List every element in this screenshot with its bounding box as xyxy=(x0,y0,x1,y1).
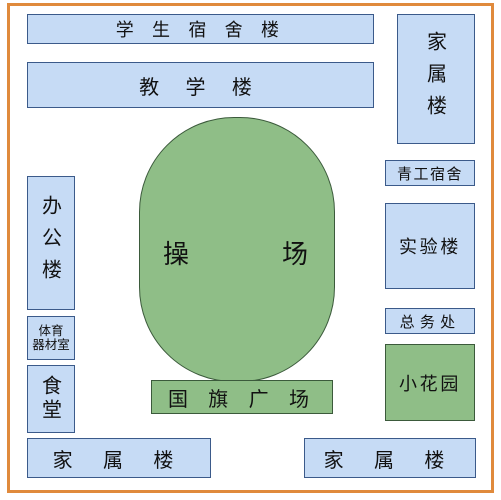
youth-dorm-building: 青工宿舍 xyxy=(385,160,475,186)
student-dorm-label: 学 生 宿 舍 楼 xyxy=(115,20,286,41)
playground-label-right: 场 xyxy=(282,240,309,270)
teaching-label: 教 学 楼 xyxy=(139,74,262,99)
sports-equipment-room: 体育 器材室 xyxy=(27,316,75,360)
family-building-bottom-right: 家 属 楼 xyxy=(304,438,476,478)
lab-label: 实验楼 xyxy=(398,237,462,258)
office-building: 办公楼 xyxy=(27,176,75,310)
flag-square: 国 旗 广 场 xyxy=(151,380,333,414)
canteen-building: 食堂 xyxy=(27,365,75,433)
family-building-bottom-left: 家 属 楼 xyxy=(27,438,211,478)
canteen-label: 食堂 xyxy=(38,375,63,423)
family-building-right-top: 家属楼 xyxy=(397,14,475,144)
general-affairs-label: 总务处 xyxy=(399,312,461,331)
family-bottom-left-label: 家 属 楼 xyxy=(52,447,186,472)
general-affairs-building: 总务处 xyxy=(385,308,475,334)
playground-field xyxy=(139,117,335,382)
family-bottom-right-label: 家 属 楼 xyxy=(323,447,457,472)
office-label: 办公楼 xyxy=(38,195,63,291)
teaching-building: 教 学 楼 xyxy=(27,62,374,108)
sports-label-line1: 体育 xyxy=(38,322,64,338)
lab-building: 实验楼 xyxy=(385,203,475,289)
student-dorm-building: 学 生 宿 舍 楼 xyxy=(27,14,374,44)
family-right-top-label: 家属楼 xyxy=(423,31,448,127)
flag-square-label: 国 旗 广 场 xyxy=(167,386,317,411)
garden-label: 小花园 xyxy=(398,373,462,395)
playground-label-left: 操 xyxy=(163,240,190,270)
youth-dorm-label: 青工宿舍 xyxy=(396,164,463,183)
small-garden: 小花园 xyxy=(385,344,475,421)
sports-label-line2: 器材室 xyxy=(32,337,70,352)
